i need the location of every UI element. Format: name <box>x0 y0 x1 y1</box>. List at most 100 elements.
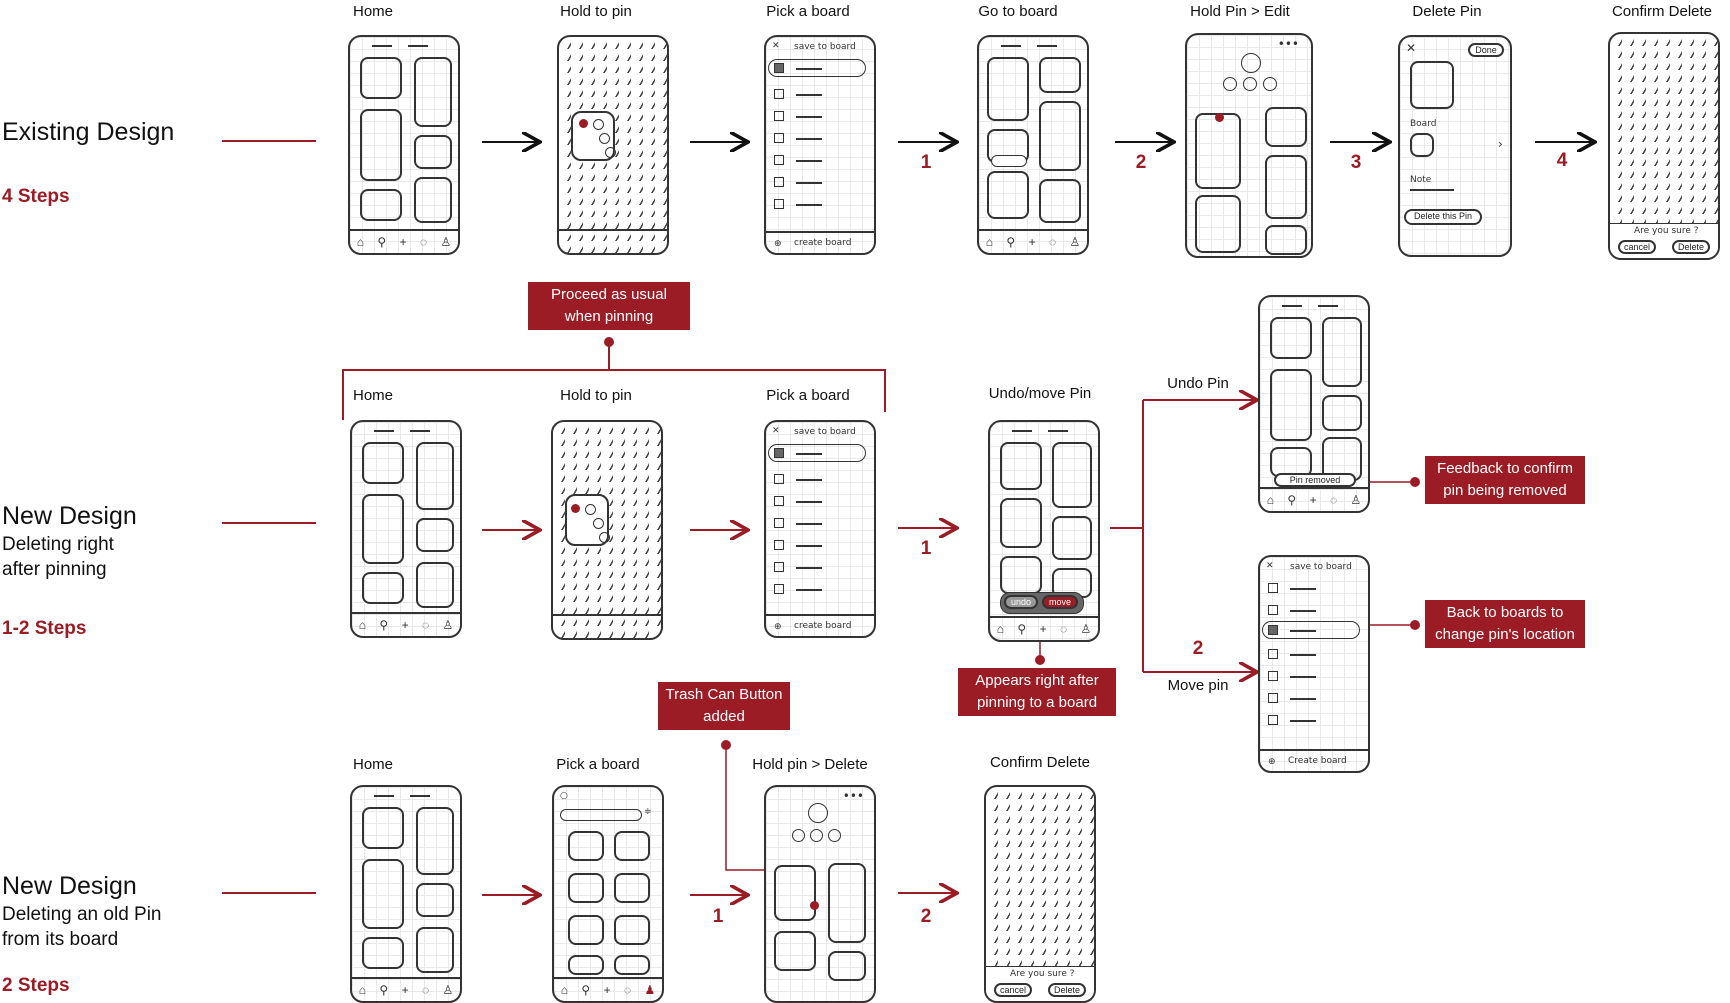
sketch-undo-move-pin: undo move ⌂⚲+◌♙ <box>988 420 1100 642</box>
label-home: Home <box>352 387 394 404</box>
label-go-to-board: Go to board <box>978 3 1058 20</box>
are-you-sure-text: Are you sure ? <box>1634 226 1699 236</box>
trash-icon <box>810 901 819 910</box>
save-to-board-heading: save to board <box>794 42 856 52</box>
plus-icon: + <box>1039 622 1047 636</box>
home-icon: ⌂ <box>996 622 1004 636</box>
chat-icon: ◌ <box>421 983 430 997</box>
close-icon: ✕ <box>772 41 780 51</box>
step-number: 2 <box>920 906 932 927</box>
plus-icon: + <box>603 983 611 997</box>
delete-this-pin-button: Delete this Pin <box>1404 209 1482 225</box>
profile-icon: ♟ <box>644 983 656 997</box>
sketch-hold-to-pin <box>557 35 669 255</box>
step-number: 1 <box>920 538 932 559</box>
nav-bar: ⌂ ⚲ + ◌ ♙ <box>350 229 458 253</box>
row2-arrows <box>342 342 1255 672</box>
plus-circle-icon: ⊕ <box>774 622 782 632</box>
sketch-go-to-board: ⌂⚲+◌♙ <box>977 35 1089 255</box>
profile-icon: ♙ <box>1069 235 1081 249</box>
profile-icon: ♙ <box>1350 493 1362 507</box>
move-button: move <box>1042 595 1078 609</box>
label-home: Home <box>352 756 394 773</box>
chat-icon: ◌ <box>623 983 632 997</box>
delete-button: Delete <box>1048 983 1086 997</box>
create-board-text: create board <box>794 238 852 248</box>
label-hold-pin-delete: Hold pin > Delete <box>752 756 868 773</box>
step-number: 1 <box>712 906 724 927</box>
label-hold-pin-edit: Hold Pin > Edit <box>1190 3 1290 20</box>
profile-icon: ♙ <box>442 983 454 997</box>
create-board-text: Create board <box>1288 756 1347 766</box>
home-icon: ⌂ <box>358 983 366 997</box>
label-home: Home <box>352 3 394 20</box>
row-divider-2 <box>222 522 316 524</box>
create-board-text: create board <box>794 621 852 631</box>
profile-icon: ♙ <box>440 235 452 249</box>
label-undo-pin: Undo Pin <box>1167 375 1229 392</box>
sketch-hold-to-pin-r2 <box>551 420 663 640</box>
delete-button: Delete <box>1672 240 1710 254</box>
plus-circle-icon: ⊕ <box>1268 757 1276 767</box>
step-number: 2 <box>1135 152 1147 173</box>
label-undo-move-pin: Undo/move Pin <box>988 385 1092 402</box>
row-steps-new-2: 2 Steps <box>2 975 70 996</box>
row-title-existing: Existing Design <box>2 118 175 146</box>
sketch-move-pin-result: ✕ save to board ⊕ Create board <box>1258 555 1370 773</box>
label-move-pin: Move pin <box>1167 677 1229 694</box>
home-icon: ⌂ <box>358 618 366 632</box>
sketch-home-r2: ⌂⚲+◌♙ <box>350 420 462 638</box>
sketch-pick-a-board-r2: ✕ save to board ⊕ create board <box>764 420 876 638</box>
label-delete-pin: Delete Pin <box>1412 3 1482 20</box>
sketch-hold-pin-edit: ••• <box>1185 33 1313 258</box>
search-icon: ⚲ <box>377 235 387 249</box>
are-you-sure-text: Are you sure ? <box>1010 969 1075 979</box>
save-to-board-heading: save to board <box>794 427 856 437</box>
callout-appears: Appears right after pinning to a board <box>958 668 1116 716</box>
label-pick-a-board: Pick a board <box>766 3 850 20</box>
label-pick-a-board: Pick a board <box>556 756 640 773</box>
cancel-button: cancel <box>1618 240 1656 254</box>
row3-arrows <box>482 893 955 895</box>
label-hold-to-pin: Hold to pin <box>560 3 632 20</box>
sketch-undo-pin-result: Pin removed ⌂⚲+◌♙ <box>1258 295 1370 513</box>
filter-icon: ≑ <box>644 807 652 817</box>
pin-removed-toast: Pin removed <box>1274 473 1356 487</box>
plus-icon: + <box>401 983 409 997</box>
step-number: 3 <box>1350 152 1362 173</box>
chevron-right-icon: › <box>1498 137 1503 151</box>
home-icon: ⌂ <box>1266 493 1274 507</box>
plus-icon: + <box>399 235 407 249</box>
row-subtitle-new-2: Deleting an old Pin from its board <box>2 904 162 950</box>
plus-icon: + <box>401 618 409 632</box>
search-icon: ⚲ <box>1017 622 1027 636</box>
circle-icon: ○ <box>560 791 568 801</box>
home-icon: ⌂ <box>985 235 993 249</box>
callout-back: Back to boards to change pin's location <box>1425 600 1585 648</box>
plus-icon: + <box>1028 235 1036 249</box>
cancel-button: cancel <box>994 983 1032 997</box>
sketch-home-r3: ⌂ ⚲ + ◌ ♙ <box>350 785 462 1003</box>
save-to-board-heading: save to board <box>1290 562 1352 572</box>
close-icon: ✕ <box>1406 41 1417 55</box>
search-icon: ⚲ <box>581 983 591 997</box>
home-icon: ⌂ <box>560 983 568 997</box>
plus-circle-icon: ⊕ <box>774 239 782 249</box>
callout-dots <box>604 337 1420 750</box>
row-subtitle-new-1: Deleting right after pinning <box>2 534 114 580</box>
close-icon: ✕ <box>1266 561 1274 571</box>
step-number: 2 <box>1192 638 1204 659</box>
step-number: 1 <box>920 152 932 173</box>
undo-button: undo <box>1004 595 1038 609</box>
chat-icon: ◌ <box>419 235 428 249</box>
sketch-pick-a-board: ✕ save to board ⊕ create board <box>764 35 876 255</box>
search-icon: ⚲ <box>379 983 389 997</box>
home-icon: ⌂ <box>356 235 364 249</box>
sketch-confirm-delete-r3: Are you sure ? cancel Delete <box>984 785 1096 1003</box>
sketch-delete-pin: ✕ Done Board › Note Delete this Pin <box>1398 35 1512 257</box>
label-confirm-delete: Confirm Delete <box>989 754 1091 771</box>
search-icon: ⚲ <box>379 618 389 632</box>
sketch-home: ⌂ ⚲ + ◌ ♙ <box>348 35 460 255</box>
chat-icon: ◌ <box>1048 235 1057 249</box>
row-divider-1 <box>222 140 316 142</box>
